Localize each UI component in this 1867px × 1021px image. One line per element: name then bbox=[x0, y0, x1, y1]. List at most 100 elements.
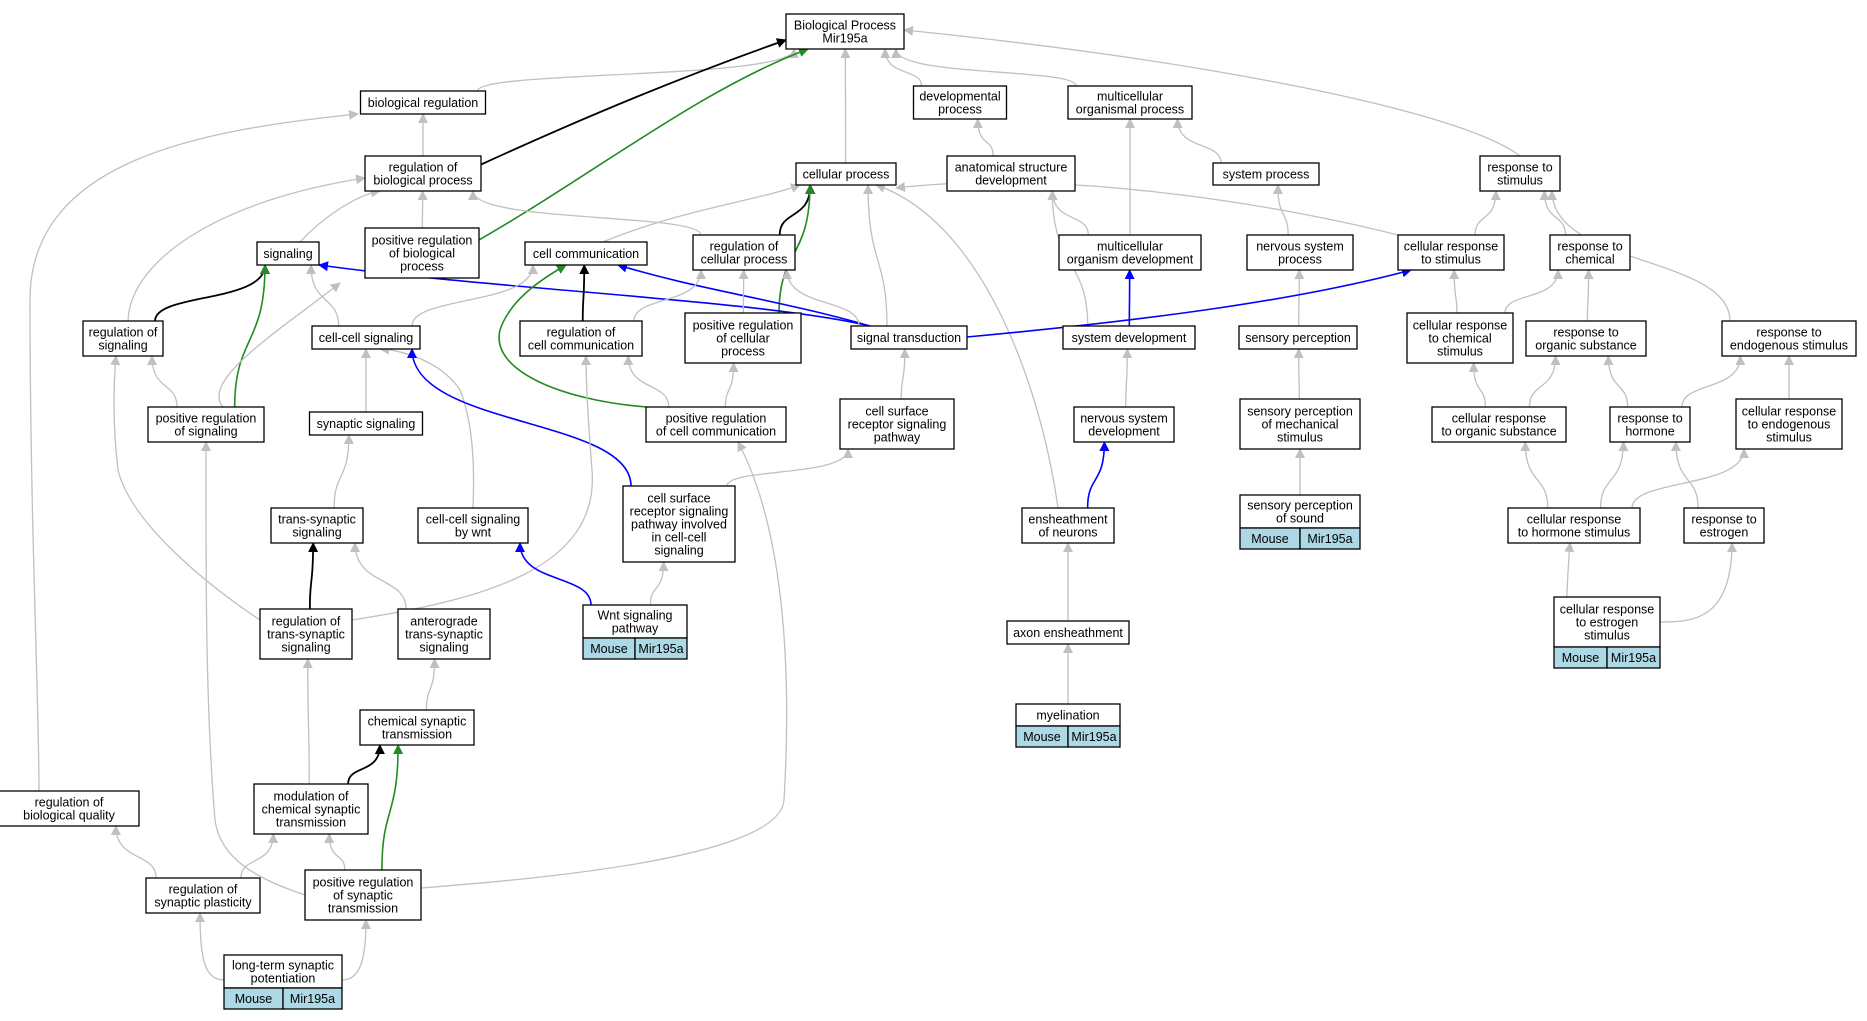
node-label-line: endogenous stimulus bbox=[1730, 339, 1848, 353]
node-label-line: stimulus bbox=[1766, 431, 1812, 445]
gene-cell bbox=[282, 987, 343, 1010]
node-label-line: nervous system bbox=[1080, 412, 1168, 426]
node-label-line: cell communication bbox=[528, 339, 634, 353]
node-box bbox=[645, 406, 787, 443]
node-label-line: cell communication bbox=[533, 247, 639, 261]
node-label-line: process bbox=[938, 103, 982, 117]
node-cellcomm[interactable]: cell communication bbox=[524, 241, 648, 266]
edge-sysproc-to-multiorg bbox=[1172, 118, 1222, 164]
node-box bbox=[223, 954, 343, 989]
node-label-line: biological regulation bbox=[368, 96, 479, 110]
node-box bbox=[147, 406, 265, 443]
edge-csrspcc-to-csrsp bbox=[726, 448, 853, 487]
node-box bbox=[1525, 320, 1647, 357]
node-cellcellsig[interactable]: cell-cell signaling bbox=[311, 325, 421, 350]
edge-csrspcc-to-cellcellsig bbox=[407, 348, 632, 487]
edge-cellresphorm-to-resphorm bbox=[1599, 441, 1629, 509]
node-box bbox=[1479, 155, 1561, 192]
edge-regcellcomm-to-cellcomm bbox=[579, 264, 590, 322]
edge-posregcellcomm-to-cellcomm bbox=[498, 264, 647, 408]
node-sysproc[interactable]: system process bbox=[1212, 162, 1320, 186]
edge-biolreg-to-bp bbox=[476, 48, 799, 92]
edge-regsignaling-to-regbp bbox=[127, 174, 366, 322]
node-label-line: response to bbox=[1557, 240, 1622, 254]
edge-respchem-to-respstim bbox=[1539, 190, 1567, 236]
node-box bbox=[253, 783, 369, 835]
node-box bbox=[364, 227, 480, 279]
node-label-line: signaling bbox=[98, 339, 147, 353]
node-synsig[interactable]: synaptic signaling bbox=[308, 411, 424, 436]
edge-multidev-to-anatdev bbox=[1047, 190, 1089, 236]
node-label-line: regulation of bbox=[547, 326, 616, 340]
node-biolreg[interactable]: biological regulation bbox=[359, 90, 487, 115]
node-label-line: stimulus bbox=[1584, 629, 1630, 643]
node-axonens[interactable]: axon ensheathment bbox=[1006, 620, 1130, 645]
node-box bbox=[1058, 234, 1202, 271]
node-box bbox=[1553, 596, 1661, 648]
edge-regsynplast-to-regbioqual bbox=[110, 825, 157, 879]
node-label-line: positive regulation bbox=[693, 319, 794, 333]
edge-cellrespchem-to-cellrespstim bbox=[1449, 269, 1460, 314]
node-sensperc[interactable]: sensory perception bbox=[1238, 325, 1358, 350]
node-label-line: response to bbox=[1756, 326, 1821, 340]
node-label-line: sensory perception bbox=[1245, 331, 1351, 345]
node-box bbox=[1397, 234, 1505, 271]
node-sysdev[interactable]: system development bbox=[1062, 325, 1196, 350]
node-label-line: cell-cell signaling bbox=[319, 331, 414, 345]
node-label-line: regulation of bbox=[35, 796, 104, 810]
edge-cellresporg-to-cellrespchem bbox=[1468, 362, 1486, 408]
node-signaling[interactable]: signaling bbox=[256, 241, 320, 266]
node-cellproc[interactable]: cellular process bbox=[795, 162, 897, 186]
gene-label: Mir195a bbox=[638, 642, 683, 656]
node-label-line: signaling bbox=[419, 641, 468, 655]
node-label-line: of signaling bbox=[174, 425, 237, 439]
node-sigtrans[interactable]: signal transduction bbox=[850, 325, 968, 350]
node-box bbox=[417, 507, 529, 544]
